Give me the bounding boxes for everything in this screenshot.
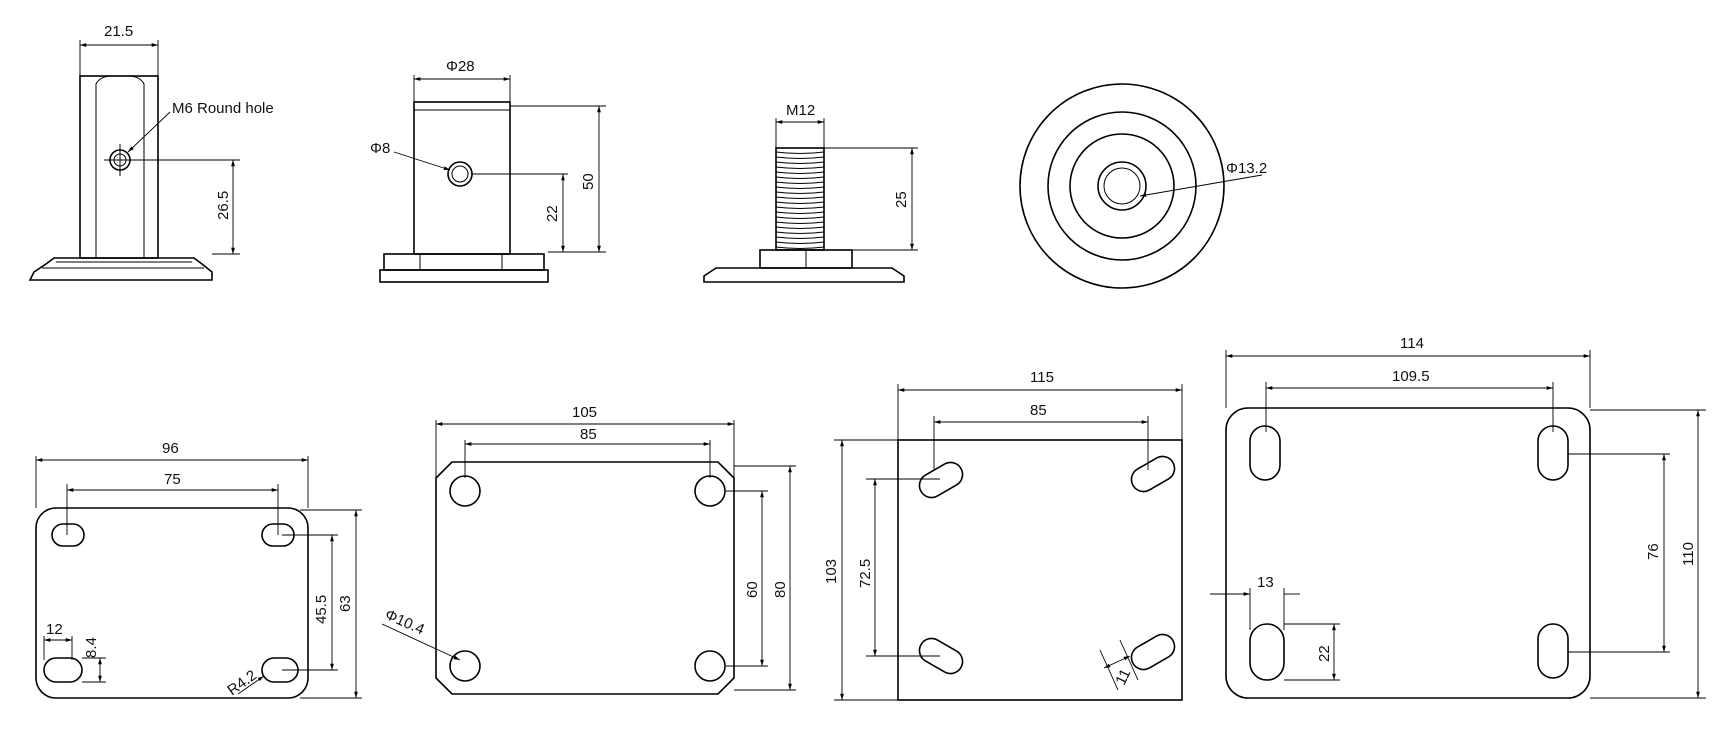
thread-line bbox=[775, 216, 825, 219]
dim-p2-height: 80 bbox=[772, 581, 789, 598]
dim-post-hole: Φ8 bbox=[370, 140, 390, 157]
dim-p1-slot-len: 12 bbox=[46, 621, 63, 638]
dim-post-hole-height: 22 bbox=[544, 205, 561, 222]
dim-p3-spacing: 85 bbox=[1030, 402, 1047, 419]
note-stem-hole: M6 Round hole bbox=[172, 100, 274, 117]
dim-p3-width: 115 bbox=[1030, 369, 1054, 386]
thread-line bbox=[775, 191, 825, 194]
dim-p4-slot-w: 13 bbox=[1257, 574, 1274, 591]
thread-view: M12 25 bbox=[703, 102, 918, 283]
base-top-view: Φ13.2 bbox=[1019, 83, 1267, 289]
dim-p2-vert: 60 bbox=[744, 581, 761, 598]
dim-p3-vert: 72.5 bbox=[857, 559, 874, 588]
stem-view: 21.5 M6 Round hole 26.5 bbox=[28, 23, 274, 281]
dim-post-diameter: Φ28 bbox=[446, 58, 475, 75]
plate-4: 114 109.5 76 110 13 22 bbox=[1210, 335, 1706, 699]
thread-line bbox=[775, 166, 825, 169]
thread-line bbox=[775, 221, 825, 224]
thread-line bbox=[775, 226, 825, 229]
dim-p1-height: 63 bbox=[337, 595, 354, 612]
plate-2: 105 85 60 80 Φ10.4 bbox=[381, 404, 796, 695]
thread-line bbox=[775, 156, 825, 159]
plate-3: 115 85 72.5 103 11 bbox=[823, 369, 1183, 701]
thread-line bbox=[775, 246, 825, 249]
dim-p4-slot-len: 22 bbox=[1316, 645, 1333, 662]
thread-line bbox=[775, 181, 825, 184]
thread-line bbox=[775, 161, 825, 164]
thread-line bbox=[775, 211, 825, 214]
dim-thread-size: M12 bbox=[786, 102, 815, 119]
thread-line bbox=[775, 186, 825, 189]
dim-base-center: Φ13.2 bbox=[1226, 160, 1267, 177]
thread-line bbox=[775, 171, 825, 174]
dim-p2-width: 105 bbox=[572, 404, 597, 421]
dim-p4-width: 114 bbox=[1400, 335, 1424, 352]
dim-p1-vert: 45.5 bbox=[313, 595, 330, 624]
thread-line bbox=[775, 151, 825, 154]
dim-p4-height: 110 bbox=[1680, 542, 1697, 566]
plate-1: 96 75 45.5 63 12 8.4 R4.2 bbox=[35, 440, 362, 699]
thread-line bbox=[775, 196, 825, 199]
dim-p3-slot-w: 11 bbox=[1112, 666, 1134, 687]
dim-p1-spacing: 75 bbox=[164, 471, 181, 488]
dim-p2-hole: Φ10.4 bbox=[382, 606, 427, 638]
dim-p2-spacing: 85 bbox=[580, 426, 597, 443]
dim-p1-slot-w: 8.4 bbox=[83, 637, 100, 658]
dim-post-height: 50 bbox=[580, 173, 597, 190]
dim-p4-vert: 76 bbox=[1645, 543, 1662, 560]
dim-p4-spacing: 109.5 bbox=[1392, 368, 1430, 385]
post-view: Φ28 Φ8 22 50 bbox=[370, 58, 606, 283]
thread-lines bbox=[775, 151, 825, 249]
thread-line bbox=[775, 206, 825, 209]
dim-p1-radius: R4.2 bbox=[224, 667, 260, 699]
thread-line bbox=[775, 236, 825, 239]
thread-line bbox=[775, 176, 825, 179]
thread-line bbox=[775, 201, 825, 204]
dim-stem-width: 21.5 bbox=[104, 23, 133, 40]
thread-line bbox=[775, 231, 825, 234]
dim-p3-height: 103 bbox=[823, 559, 840, 584]
dim-thread-length: 25 bbox=[893, 191, 910, 208]
dim-stem-hole-height: 26.5 bbox=[215, 191, 232, 220]
dim-p1-width: 96 bbox=[162, 440, 179, 457]
thread-line bbox=[775, 241, 825, 244]
